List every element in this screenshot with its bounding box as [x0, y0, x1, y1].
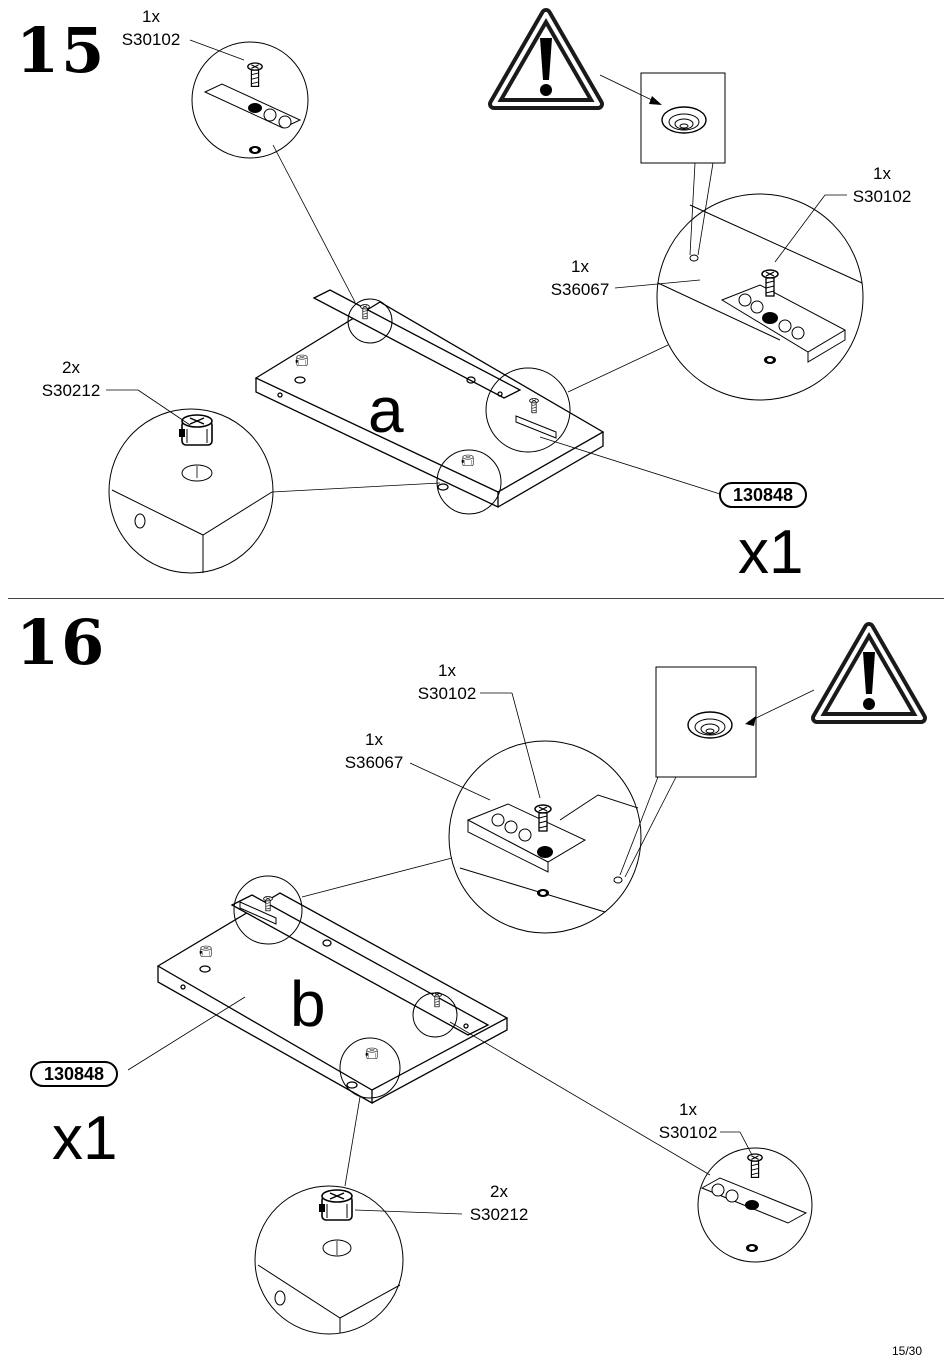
callout-code: S36067 [550, 280, 610, 299]
callout-rail: 1x S36067 [545, 255, 615, 301]
step-number: 15 [16, 14, 107, 87]
callout-qty: 1x [142, 7, 160, 26]
panel-letter: a [368, 374, 404, 446]
callout-screw-top: 1x S30102 [412, 659, 482, 705]
zoom-camlock-15 [108, 408, 274, 574]
callout-screw-right: 1x S30102 [847, 162, 917, 208]
page-number: 15/30 [892, 1344, 923, 1358]
callout-code: S30212 [469, 1205, 529, 1224]
callout-code: S30212 [41, 381, 101, 400]
callout-code: S30102 [417, 684, 477, 703]
zoom-rail-15 [656, 193, 864, 401]
countersink-detail-16 [619, 666, 815, 878]
callout-code: S30102 [121, 30, 181, 49]
zoom-rail-16 [448, 740, 642, 934]
warning-icon-16 [817, 628, 921, 718]
step-number: 16 [16, 606, 107, 679]
callout-qty: 1x [571, 257, 589, 276]
callout-code: S36067 [344, 753, 404, 772]
callout-qty: 1x [438, 661, 456, 680]
callout-qty: 2x [490, 1182, 508, 1201]
zoom-screw-16 [697, 1147, 813, 1263]
warning-icon [494, 14, 598, 104]
panel-quantity: x1 [738, 518, 804, 587]
countersink-detail-15 [599, 72, 726, 256]
zoom-camlock-16 [254, 1185, 404, 1335]
callout-camlock: 2x S30212 [464, 1180, 534, 1226]
zoom-screw-15a [191, 41, 309, 159]
callout-screw-bottom-right: 1x S30102 [653, 1098, 723, 1144]
callout-qty: 2x [62, 358, 80, 377]
callout-screw-top-left: 1x S30102 [118, 5, 184, 51]
part-code-badge: 130848 [719, 482, 808, 508]
callout-camlock: 2x S30212 [36, 356, 106, 402]
panel-a [254, 289, 605, 509]
callout-rail: 1x S36067 [338, 728, 410, 774]
panel-quantity: x1 [52, 1104, 118, 1173]
callout-code: S30102 [658, 1123, 718, 1142]
panel-letter: b [290, 968, 326, 1040]
step-divider [8, 598, 944, 599]
callout-qty: 1x [365, 730, 383, 749]
callout-qty: 1x [679, 1100, 697, 1119]
callout-code: S30102 [852, 187, 912, 206]
callout-qty: 1x [873, 164, 891, 183]
panel-b [156, 892, 509, 1105]
part-code-badge: 130848 [30, 1061, 119, 1087]
